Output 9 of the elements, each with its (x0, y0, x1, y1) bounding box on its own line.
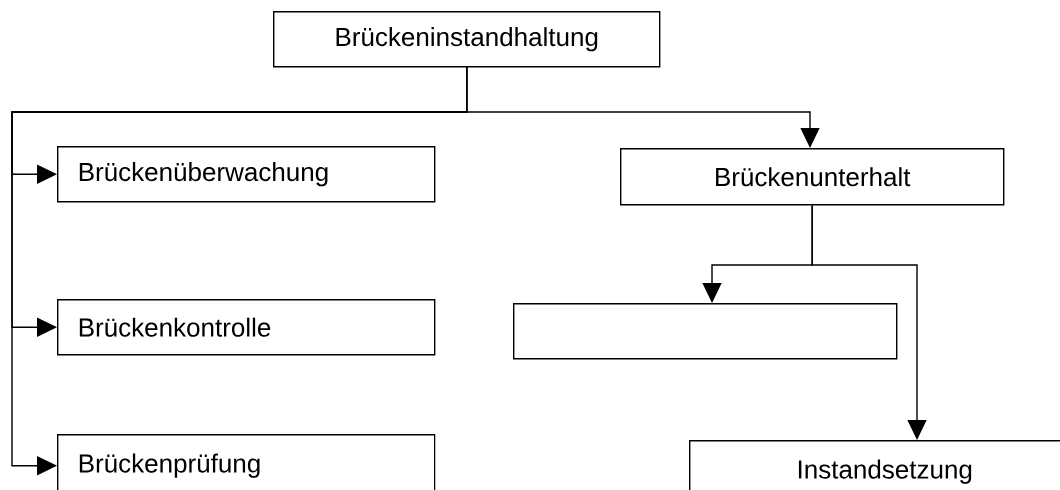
arrow (811, 204, 927, 440)
process-box: Brückenprüfung (57, 434, 436, 490)
process-box: Brückenüberwachung (57, 146, 436, 203)
arrow (466, 66, 820, 148)
process-box: Brückeninstandhaltung (273, 11, 661, 68)
process-box: Brückenunterhalt (620, 148, 1005, 206)
process-box: Instandsetzung (689, 440, 1060, 490)
process-box: Brückenkontrolle (57, 299, 436, 356)
empty-box (513, 303, 898, 360)
